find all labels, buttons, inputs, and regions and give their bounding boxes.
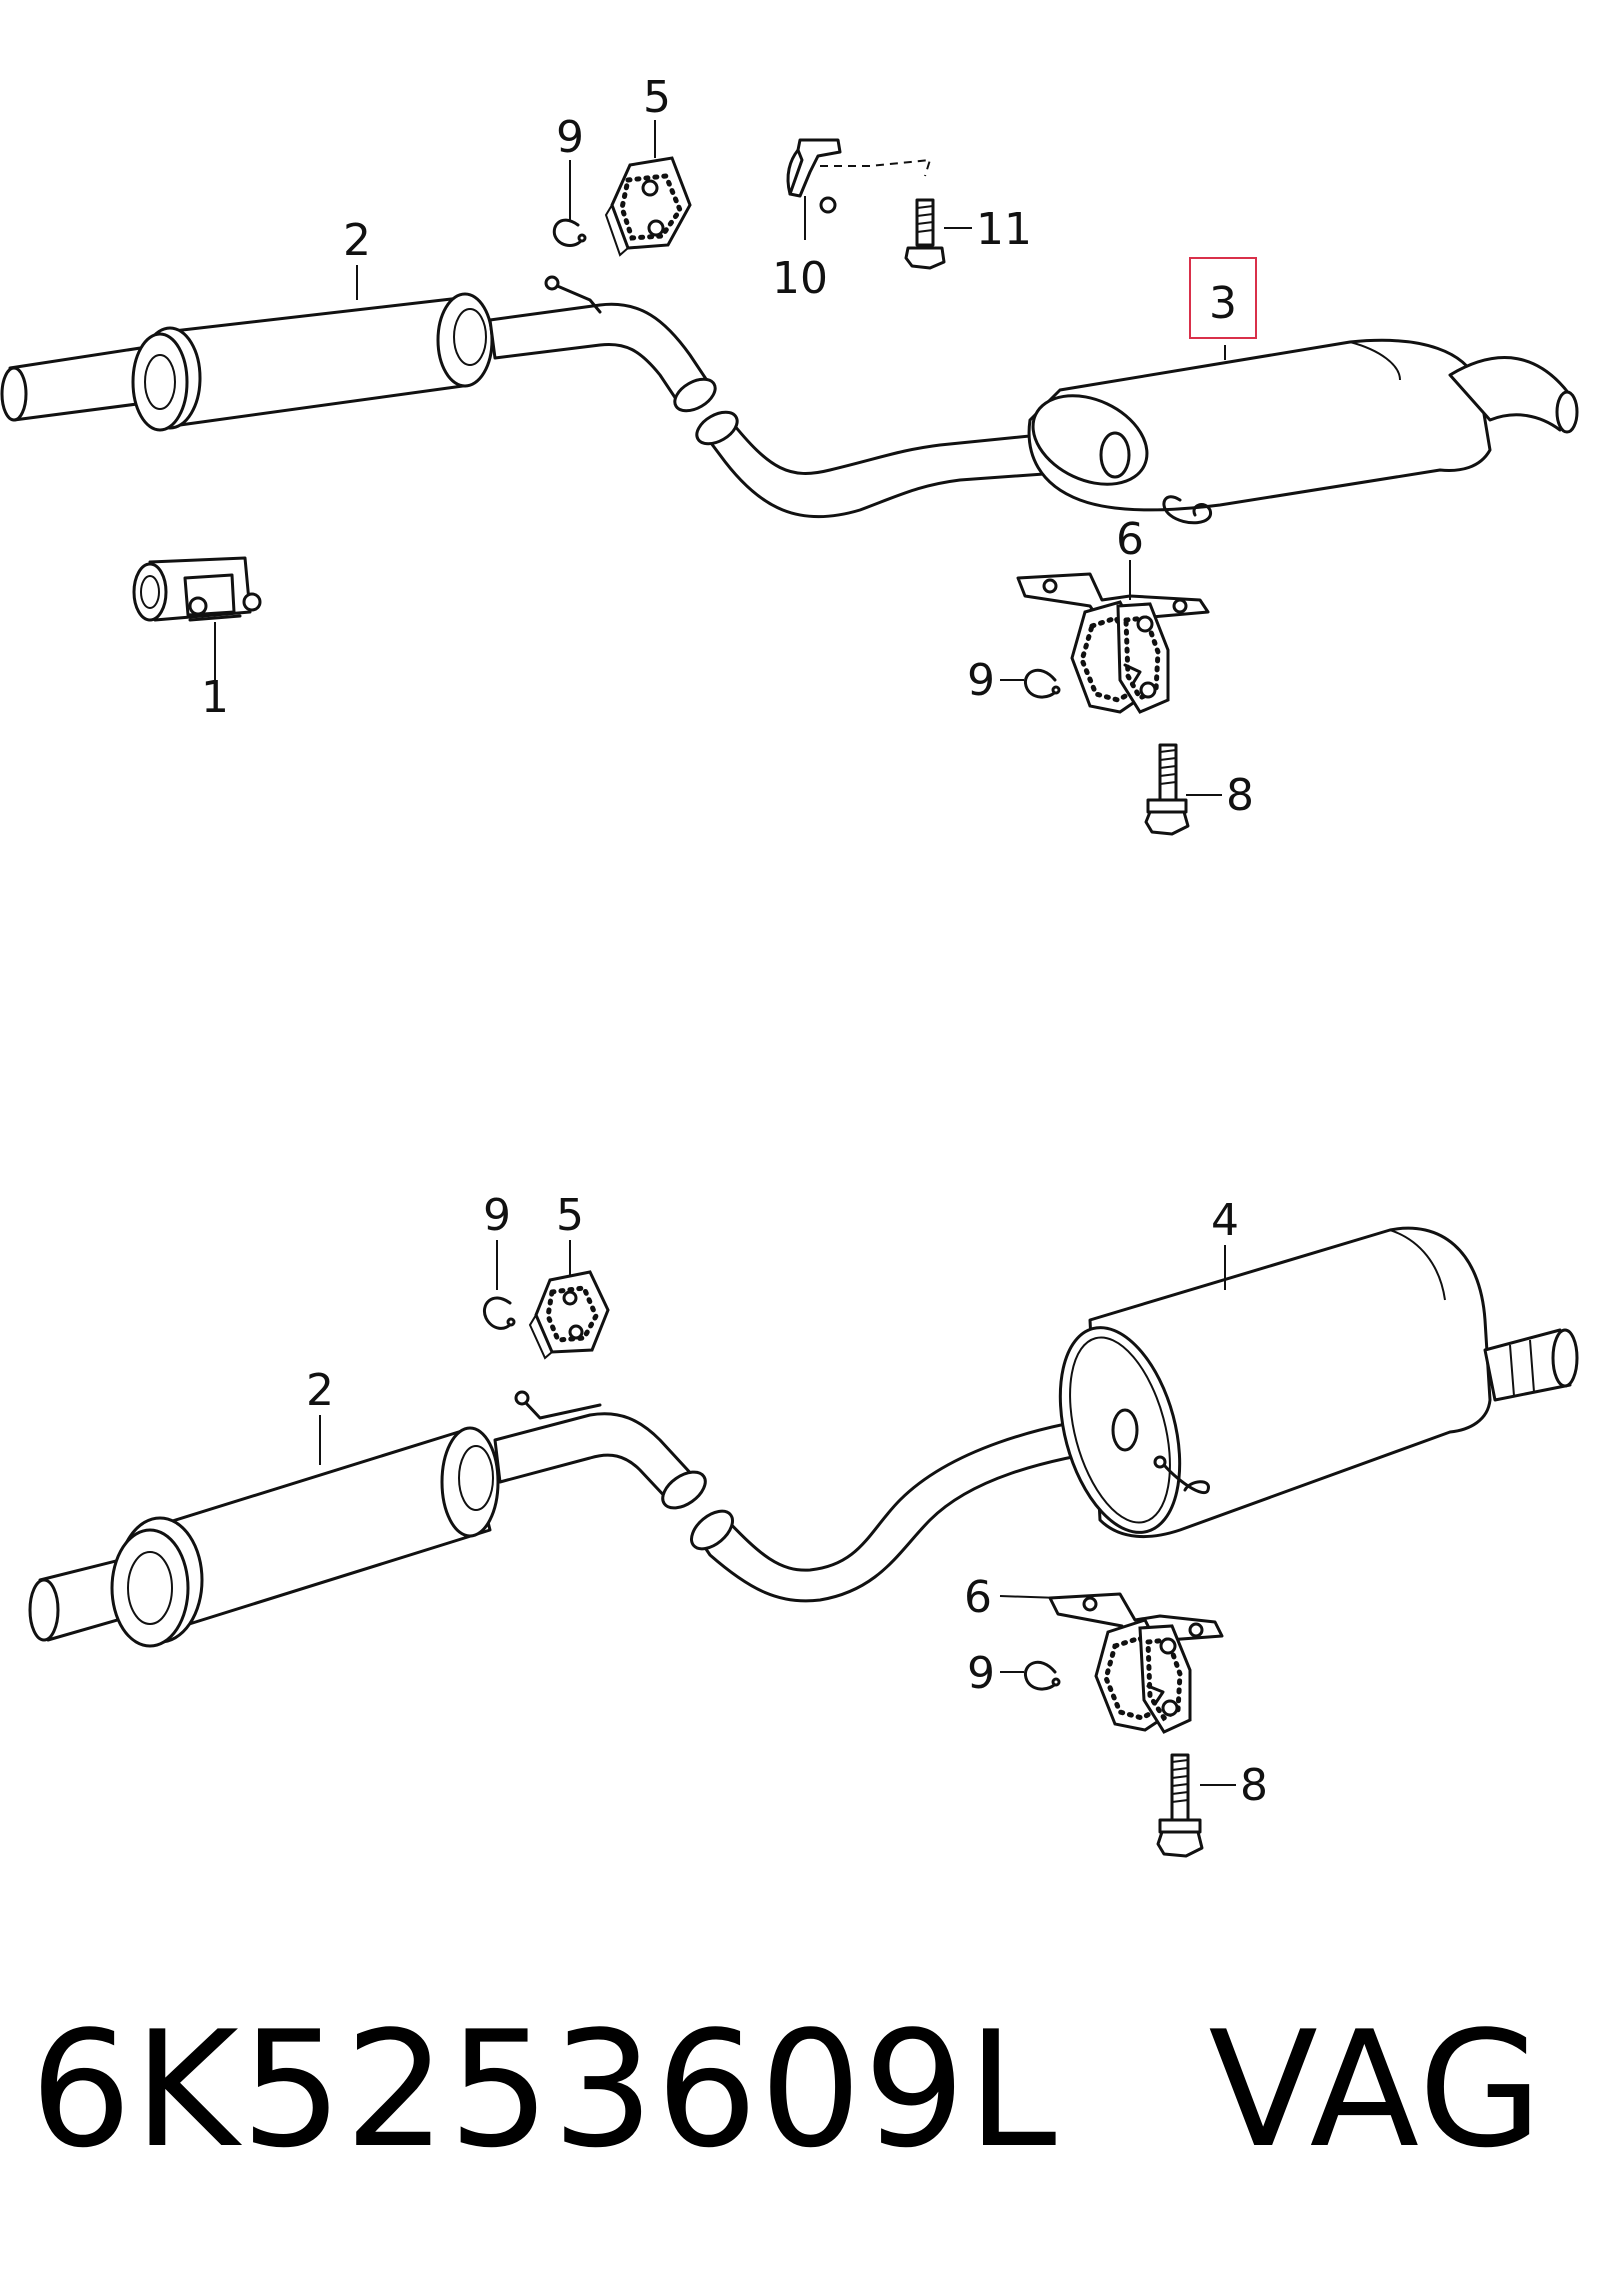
bottom-callout-9-lower: 9 — [967, 1648, 995, 1699]
bottom-rubber-mount — [528, 1270, 610, 1360]
top-callouts: 2 5 9 10 11 1 3 6 9 8 — [201, 72, 1257, 821]
bottom-circlip-upper — [483, 1296, 516, 1330]
top-circlip-upper — [552, 218, 587, 247]
top-callout-9-lower: 9 — [967, 655, 995, 706]
bottom-callout-5: 5 — [556, 1190, 584, 1241]
top-screw — [904, 198, 946, 270]
bottom-callouts: 2 9 5 4 6 9 8 — [306, 1190, 1268, 1811]
top-callout-1: 1 — [201, 672, 229, 723]
bottom-connecting-pipe — [690, 1413, 1127, 1603]
top-clamp — [132, 556, 262, 622]
top-callout-3-highlight-box — [1189, 257, 1257, 339]
bottom-intermediate-pipe — [493, 1390, 707, 1510]
top-callout-9-upper: 9 — [556, 112, 584, 163]
brand-name: VAG — [1208, 1996, 1545, 2183]
top-callout-8: 8 — [1226, 770, 1254, 821]
bottom-bolt — [1156, 1753, 1204, 1858]
bottom-rear-muffler — [1058, 1226, 1579, 1539]
top-callout-2: 2 — [343, 215, 371, 266]
top-callout-10: 10 — [772, 253, 828, 304]
top-exhaust-assembly: 2 5 9 10 11 1 3 6 9 8 — [0, 72, 1579, 836]
bottom-mount-bracket — [1048, 1592, 1224, 1734]
top-rear-muffler — [1027, 338, 1579, 525]
bottom-exhaust-assembly: 2 9 5 4 6 9 8 — [28, 1190, 1579, 1858]
top-intermediate-pipe — [488, 275, 717, 413]
top-circlip-lower — [1023, 668, 1061, 699]
bottom-leader-lines — [319, 1240, 1236, 1786]
top-callout-3: 3 — [1209, 278, 1237, 329]
bottom-callout-6: 6 — [964, 1572, 992, 1623]
top-rubber-mount — [604, 156, 692, 257]
top-mount-bracket — [1016, 572, 1210, 714]
top-callout-6: 6 — [1116, 514, 1144, 565]
bottom-circlip-lower — [1023, 1660, 1061, 1691]
top-callout-11: 11 — [976, 204, 1032, 255]
top-bracket — [786, 138, 932, 214]
bottom-callout-4: 4 — [1211, 1195, 1239, 1246]
top-center-muffler — [131, 292, 494, 432]
top-connecting-pipe — [695, 410, 1102, 519]
top-leader-lines — [214, 120, 1226, 796]
bottom-callout-9-upper: 9 — [483, 1190, 511, 1241]
part-footer: 6K5253609L VAG — [30, 1990, 1590, 2190]
bottom-callout-8: 8 — [1240, 1760, 1268, 1811]
bottom-callout-2: 2 — [306, 1365, 334, 1416]
top-bolt — [1144, 743, 1190, 836]
part-number: 6K5253609L — [30, 1996, 1059, 2183]
bottom-center-muffler — [110, 1426, 500, 1648]
top-callout-5: 5 — [643, 72, 671, 123]
